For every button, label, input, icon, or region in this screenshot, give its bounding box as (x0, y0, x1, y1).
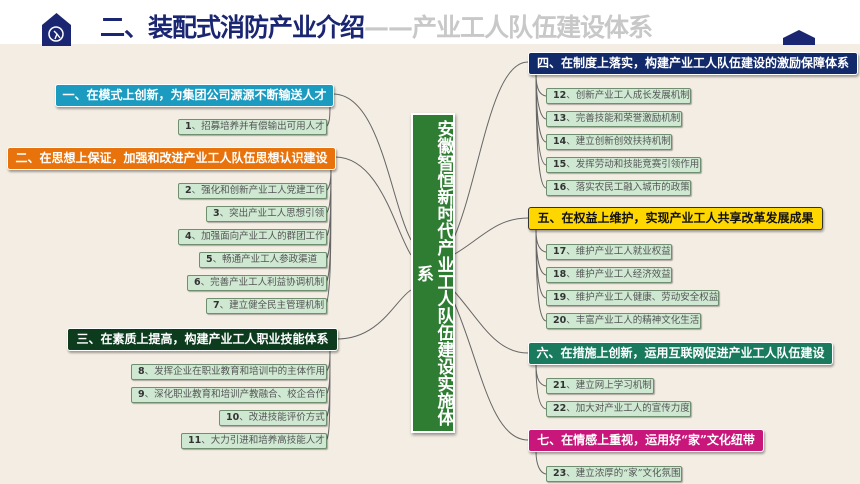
item-12: 12、创新产业工人成长发展机制 (546, 88, 691, 104)
item-num: 12 (553, 90, 567, 101)
item-text: 、完善技能和荣誉激励机制 (566, 113, 681, 124)
branch-4: 四、在制度上落实，构建产业工人队伍建设的激励保障体系 (528, 52, 858, 75)
item-text: 、建立浓厚的“家”文化氛围 (566, 468, 681, 479)
item-text: 、建立网上学习机制 (566, 380, 652, 391)
item-text: 、强化和创新产业工人党建工作 (191, 185, 325, 196)
item-num: 4 (185, 231, 192, 242)
item-23: 23、建立浓厚的“家”文化氛围 (546, 466, 682, 482)
item-2: 2、强化和创新产业工人党建工作 (178, 183, 327, 199)
item-num: 15 (553, 159, 567, 170)
item-1: 1、招募培养并有偿输出可用人才 (178, 119, 327, 135)
item-num: 17 (553, 246, 567, 257)
item-text: 、改进技能评价方式 (239, 412, 325, 423)
page-title: 二、装配式消防产业介绍——产业工人队伍建设体系 (100, 8, 653, 44)
center-node: 安徽智恒新时代产业工人队伍建设实施体系 (411, 113, 455, 433)
item-text: 、发挥劳动和技能竞赛引领作用 (566, 159, 700, 170)
item-text: 、畅通产业工人参政渠道 (212, 254, 318, 265)
item-text: 、深化职业教育和培训产教融合、校企合作 (144, 389, 326, 400)
item-text: 、招募培养并有偿输出可用人才 (191, 121, 325, 132)
item-text: 、丰富产业工人的精神文化生活 (566, 315, 700, 326)
branch-1: 一、在模式上创新，为集团公司源源不断输送人才 (55, 84, 334, 107)
item-num: 14 (553, 136, 567, 147)
branch-2: 二、在思想上保证，加强和改进产业工人队伍思想认识建设 (7, 147, 336, 170)
item-num: 23 (553, 468, 567, 479)
item-text: 、大力引进和培养高技能人才 (201, 435, 325, 446)
item-15: 15、发挥劳动和技能竞赛引领作用 (546, 157, 701, 173)
item-8: 8、发挥企业在职业教育和培训中的主体作用 (131, 364, 327, 380)
item-num: 2 (185, 185, 192, 196)
firefighter-house-icon (42, 13, 71, 46)
item-num: 22 (553, 403, 567, 414)
item-text: 、完善产业工人利益协调机制 (200, 277, 325, 288)
item-text: 、突出产业工人思想引领 (219, 208, 325, 219)
item-num: 11 (188, 435, 202, 446)
item-num: 9 (138, 389, 145, 400)
item-16: 16、落实农民工融入城市的政策 (546, 180, 691, 196)
item-7: 7、建立健全民主管理机制 (206, 298, 327, 314)
item-19: 19、维护产业工人健康、劳动安全权益 (546, 290, 719, 306)
item-text: 、加大对产业工人的宣传力度 (566, 403, 690, 414)
item-text: 、维护产业工人健康、劳动安全权益 (566, 292, 719, 303)
item-6: 6、完善产业工人利益协调机制 (187, 275, 327, 291)
item-num: 3 (213, 208, 220, 219)
item-num: 13 (553, 113, 567, 124)
item-11: 11、大力引进和培养高技能人才 (181, 433, 327, 449)
item-text: 、加强面向产业工人的群团工作 (191, 231, 325, 242)
item-10: 10、改进技能评价方式 (219, 410, 327, 426)
item-3: 3、突出产业工人思想引领 (206, 206, 327, 222)
item-13: 13、完善技能和荣誉激励机制 (546, 111, 682, 127)
item-num: 18 (553, 269, 567, 280)
item-text: 、维护产业工人就业权益 (566, 246, 671, 257)
item-text: 、建立健全民主管理机制 (219, 300, 325, 311)
item-4: 4、加强面向产业工人的群团工作 (178, 229, 327, 245)
item-num: 20 (553, 315, 567, 326)
item-21: 21、建立网上学习机制 (546, 378, 654, 394)
branch-6: 六、在措施上创新，运用互联网促进产业工人队伍建设 (528, 342, 833, 365)
item-text: 、建立创新创效扶持机制 (566, 136, 671, 147)
header: 二、装配式消防产业介绍——产业工人队伍建设体系 (0, 0, 860, 46)
item-text: 、维护产业工人经济效益 (566, 269, 671, 280)
item-18: 18、维护产业工人经济效益 (546, 267, 672, 283)
branch-3: 三、在素质上提高，构建产业工人职业技能体系 (67, 328, 338, 351)
branch-5: 五、在权益上维护，实现产业工人共享改革发展成果 (528, 207, 823, 230)
item-num: 5 (206, 254, 213, 265)
item-text: 、发挥企业在职业教育和培训中的主体作用 (144, 366, 326, 377)
title-sub: ——产业工人队伍建设体系 (364, 13, 653, 42)
item-text: 、落实农民工融入城市的政策 (566, 182, 690, 193)
title-main: 二、装配式消防产业介绍 (100, 13, 365, 42)
item-num: 8 (138, 366, 145, 377)
house-icon (783, 30, 815, 45)
item-17: 17、维护产业工人就业权益 (546, 244, 672, 260)
item-num: 6 (194, 277, 201, 288)
item-num: 1 (185, 121, 192, 132)
item-num: 19 (553, 292, 567, 303)
branch-7: 七、在情感上重视，运用好“家”文化纽带 (528, 429, 764, 452)
item-text: 、创新产业工人成长发展机制 (566, 90, 690, 101)
item-num: 10 (226, 412, 240, 423)
item-num: 21 (553, 380, 567, 391)
item-num: 16 (553, 182, 567, 193)
item-20: 20、丰富产业工人的精神文化生活 (546, 313, 701, 329)
item-num: 7 (213, 300, 220, 311)
item-9: 9、深化职业教育和培训产教融合、校企合作 (131, 387, 327, 403)
item-22: 22、加大对产业工人的宣传力度 (546, 401, 691, 417)
item-5: 5、畅通产业工人参政渠道 (199, 252, 327, 268)
item-14: 14、建立创新创效扶持机制 (546, 134, 672, 150)
